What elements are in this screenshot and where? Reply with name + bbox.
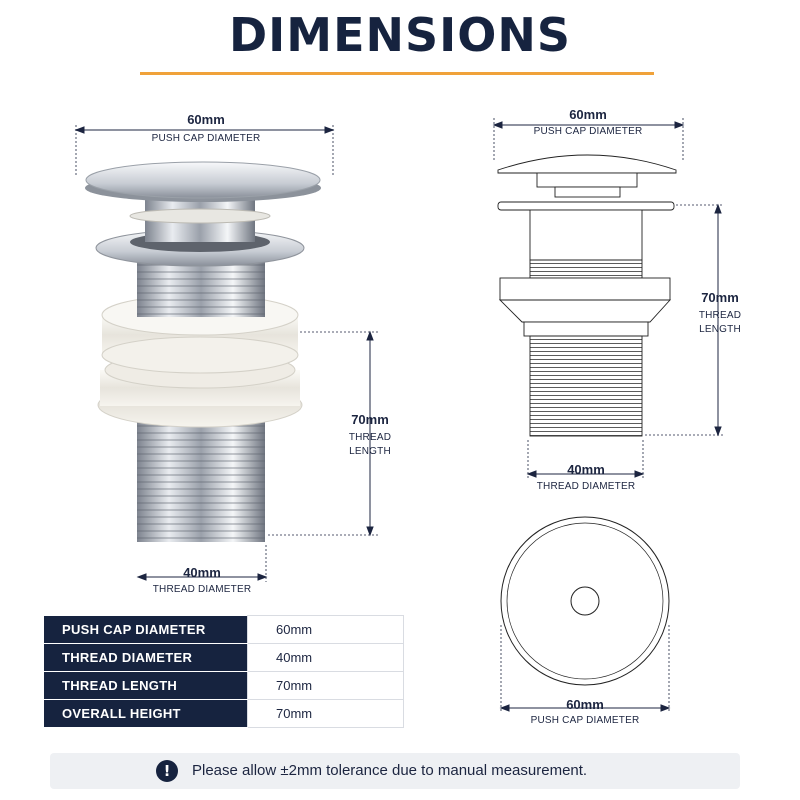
spec-label: OVERALL HEIGHT [44, 699, 248, 728]
spec-label: THREAD LENGTH [44, 671, 248, 700]
side-cap-value: 60mm [569, 107, 607, 122]
spec-value: 40mm [247, 643, 404, 672]
table-row: THREAD DIAMETER 40mm [44, 643, 404, 672]
photo-thread-length-value: 70mm [351, 412, 389, 427]
spec-value: 60mm [247, 615, 404, 644]
photo-dimension-lines [74, 125, 380, 582]
top-cap-label: PUSH CAP DIAMETER [530, 715, 640, 726]
side-thread-diameter-value: 40mm [567, 462, 605, 477]
photo-thread-diameter-value: 40mm [183, 565, 221, 580]
photo-thread-length-label-1: THREAD [348, 432, 392, 443]
spec-value: 70mm [247, 671, 404, 700]
page-title: DIMENSIONS [229, 8, 571, 62]
side-drawing [497, 154, 677, 437]
photo-cap-label: PUSH CAP DIAMETER [151, 133, 261, 144]
side-thread-diameter-label: THREAD DIAMETER [536, 481, 636, 492]
side-thread-length-value: 70mm [701, 290, 739, 305]
photo-thread-diameter-label: THREAD DIAMETER [152, 584, 252, 595]
photo-thread-length-label-2: LENGTH [349, 446, 391, 457]
side-cap-label: PUSH CAP DIAMETER [533, 126, 643, 137]
top-cap-value: 60mm [566, 697, 604, 712]
table-row: PUSH CAP DIAMETER 60mm [44, 615, 404, 644]
table-row: THREAD LENGTH 70mm [44, 671, 404, 700]
top-view-drawing [500, 516, 670, 686]
table-row: OVERALL HEIGHT 70mm [44, 699, 404, 728]
spec-label: THREAD DIAMETER [44, 643, 248, 672]
spec-value: 70mm [247, 699, 404, 728]
title-underline [140, 72, 654, 75]
spec-label: PUSH CAP DIAMETER [44, 615, 248, 644]
notice-text: Please allow ±2mm tolerance due to manua… [192, 762, 588, 779]
photo-cap-value: 60mm [187, 112, 225, 127]
tolerance-notice: ! Please allow ±2mm tolerance due to man… [50, 753, 740, 789]
spec-table: PUSH CAP DIAMETER 60mm THREAD DIAMETER 4… [44, 615, 404, 728]
side-thread-length-label-1: THREAD [698, 310, 742, 321]
exclamation-icon: ! [156, 760, 178, 782]
top-dimension-lines [499, 625, 671, 712]
side-dimension-lines [492, 118, 724, 478]
side-thread-length-label-2: LENGTH [699, 324, 741, 335]
photo-waste [85, 161, 321, 542]
